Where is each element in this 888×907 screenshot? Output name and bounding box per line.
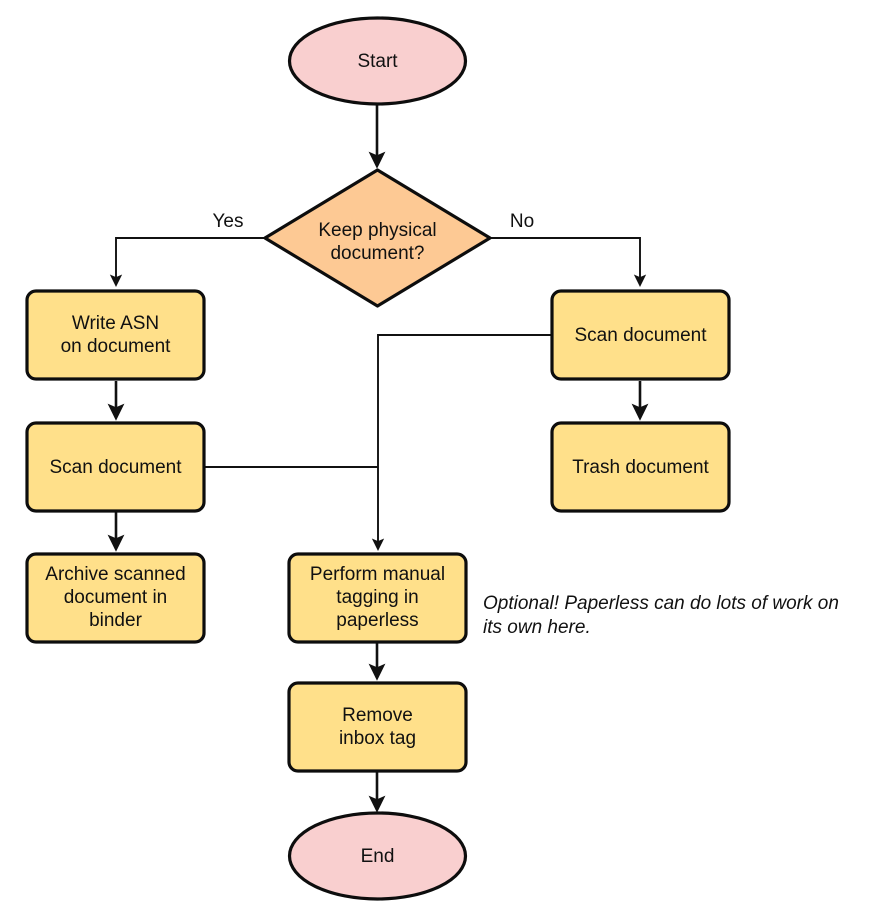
node-start[interactable]: Start	[287, 16, 468, 106]
node-scan-document-left[interactable]: Scan document	[25, 421, 206, 513]
annotation-line2: its own here.	[483, 617, 591, 638]
decision-label-line1: Keep physical	[318, 220, 436, 241]
end-label: End	[361, 846, 395, 867]
node-write-asn-on-document[interactable]: Write ASN on document	[25, 289, 206, 381]
start-ellipse	[287, 16, 468, 106]
write-asn-label-line2: on document	[61, 336, 172, 357]
write-asn-label-line1: Write ASN	[72, 313, 159, 334]
remove-inbox-label-line1: Remove	[342, 705, 413, 726]
start-label: Start	[357, 51, 398, 72]
node-perform-manual-tagging[interactable]: Perform manual tagging in paperless	[287, 552, 468, 644]
edge-label-no: No	[510, 211, 534, 232]
trash-document-box	[550, 421, 731, 513]
tagging-label-line2: tagging in	[336, 587, 418, 608]
archive-box	[25, 552, 206, 644]
edge-decision-no-to-scan-right	[490, 237, 647, 288]
scan-document-left-label: Scan document	[49, 457, 182, 478]
edge-label-yes: Yes	[213, 211, 244, 232]
scan-document-left-box	[25, 421, 206, 513]
annotation-line1: Optional! Paperless can do lots of work …	[483, 593, 839, 614]
node-end[interactable]: End	[287, 811, 468, 901]
annotation-optional-paperless: Optional! Paperless can do lots of work …	[483, 593, 839, 638]
tagging-box	[287, 552, 468, 644]
trash-document-label: Trash document	[572, 457, 709, 478]
scan-document-right-label: Scan document	[574, 325, 707, 346]
remove-inbox-box	[287, 681, 468, 773]
edge-decision-yes-to-write-asn	[109, 237, 265, 288]
tagging-label-line1: Perform manual	[310, 564, 445, 585]
archive-label-line1: Archive scanned	[45, 564, 185, 585]
archive-label-line3: binder	[89, 610, 142, 631]
remove-inbox-label-line2: inbox tag	[339, 728, 416, 749]
node-remove-inbox-tag[interactable]: Remove inbox tag	[287, 681, 468, 773]
node-archive-scanned-document[interactable]: Archive scanned document in binder	[25, 552, 206, 644]
node-scan-document-right[interactable]: Scan document	[550, 289, 731, 381]
end-ellipse	[287, 811, 468, 901]
decision-label-line2: document?	[330, 243, 424, 264]
edge-scan-right-to-tagging	[371, 334, 552, 552]
write-asn-box	[25, 289, 206, 381]
decision-diamond	[263, 168, 492, 308]
node-decision-keep-physical-document[interactable]: Keep physical document?	[263, 168, 492, 308]
node-trash-document[interactable]: Trash document	[550, 421, 731, 513]
tagging-label-line3: paperless	[336, 610, 418, 631]
scan-document-right-box	[550, 289, 731, 381]
archive-label-line2: document in	[64, 587, 168, 608]
